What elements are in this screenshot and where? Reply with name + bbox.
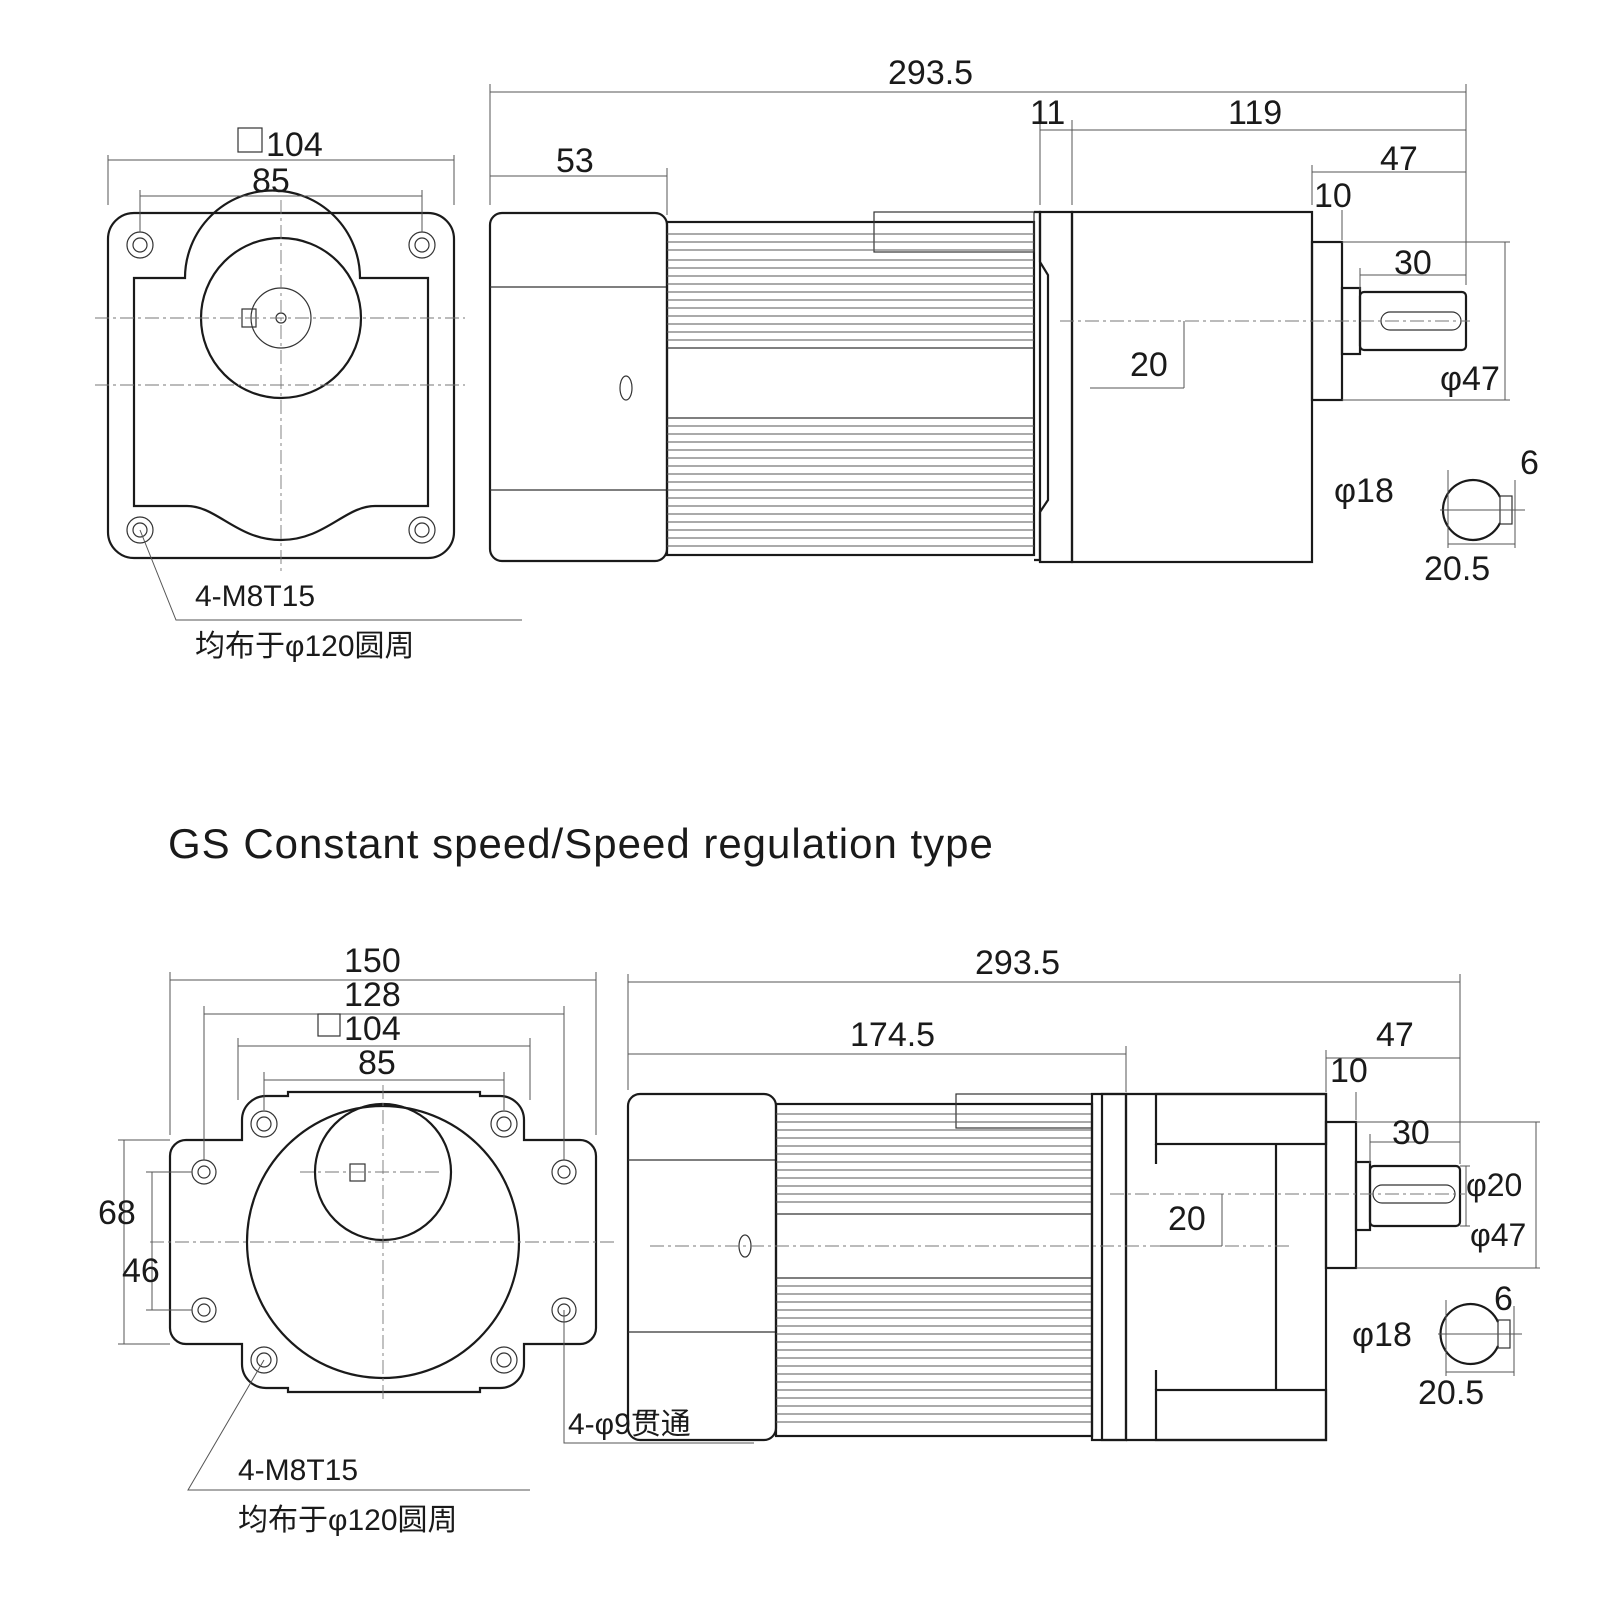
dim-width-150: 150 bbox=[344, 942, 401, 980]
upper-front-view bbox=[95, 155, 522, 621]
dim-height-68: 68 bbox=[98, 1194, 136, 1232]
dim-shaft-total: 47 bbox=[1380, 140, 1418, 178]
dim-shaft-diameter-lower: φ18 bbox=[1352, 1316, 1412, 1354]
dim-shaft-key-lower: 30 bbox=[1392, 1114, 1430, 1152]
dim-center-offset-lower: 20 bbox=[1168, 1200, 1206, 1238]
dim-center-offset: 20 bbox=[1130, 346, 1168, 384]
dim-shaft-diameter-big: φ20 bbox=[1466, 1167, 1522, 1203]
dim-gearbox: 119 bbox=[1228, 94, 1282, 132]
note-thread-spec: 4-M8T15 bbox=[195, 580, 315, 613]
note-bolt-circle: 均布于φ120圆周 bbox=[195, 630, 415, 663]
dim-bolt-pitch-85-lower: 85 bbox=[358, 1044, 396, 1082]
lower-side-view bbox=[626, 974, 1540, 1442]
lower-front-view bbox=[118, 972, 754, 1491]
note-bolt-circle-lower: 均布于φ120圆周 bbox=[238, 1504, 458, 1537]
note-thread-spec-lower: 4-M8T15 bbox=[238, 1454, 358, 1487]
dim-motor-cap: 53 bbox=[556, 142, 594, 180]
dim-key-width-lower: 6 bbox=[1494, 1280, 1513, 1318]
upper-motor-fins bbox=[667, 233, 1034, 547]
dim-bolt-pitch-85: 85 bbox=[252, 162, 290, 200]
dim-key-width: 6 bbox=[1520, 444, 1539, 482]
dim-key-height: 20.5 bbox=[1424, 550, 1490, 588]
dim-overall-length-lower: 293.5 bbox=[975, 944, 1060, 982]
lower-motor-fins bbox=[776, 1113, 1092, 1423]
dim-square-104: 104 bbox=[266, 126, 323, 164]
dim-flange: 11 bbox=[1030, 94, 1065, 132]
dim-shaft-key: 30 bbox=[1394, 244, 1432, 282]
dim-key-height-lower: 20.5 bbox=[1418, 1374, 1484, 1412]
note-through-holes: 4-φ9贯通 bbox=[568, 1408, 691, 1441]
drawing-title: GS Constant speed/Speed regulation type bbox=[168, 820, 994, 867]
upper-front-square-dim: 104 bbox=[237, 126, 323, 164]
dim-motor-length: 174.5 bbox=[850, 1016, 935, 1054]
dim-boss-lower: 10 bbox=[1330, 1052, 1368, 1090]
dim-boss-diameter-lower: φ47 bbox=[1470, 1217, 1526, 1253]
upper-side-view bbox=[488, 84, 1525, 564]
dim-boss: 10 bbox=[1314, 177, 1352, 215]
dim-height-46: 46 bbox=[122, 1252, 160, 1290]
dim-shaft-total-lower: 47 bbox=[1376, 1016, 1414, 1054]
dim-square-104-lower: 104 bbox=[344, 1010, 401, 1048]
dim-overall-length: 293.5 bbox=[888, 54, 973, 92]
dim-width-128: 128 bbox=[344, 976, 401, 1014]
lower-front-square-dim: 104 bbox=[317, 1010, 401, 1048]
dim-boss-diameter: φ47 bbox=[1440, 360, 1500, 398]
dim-shaft-diameter: φ18 bbox=[1334, 472, 1394, 510]
